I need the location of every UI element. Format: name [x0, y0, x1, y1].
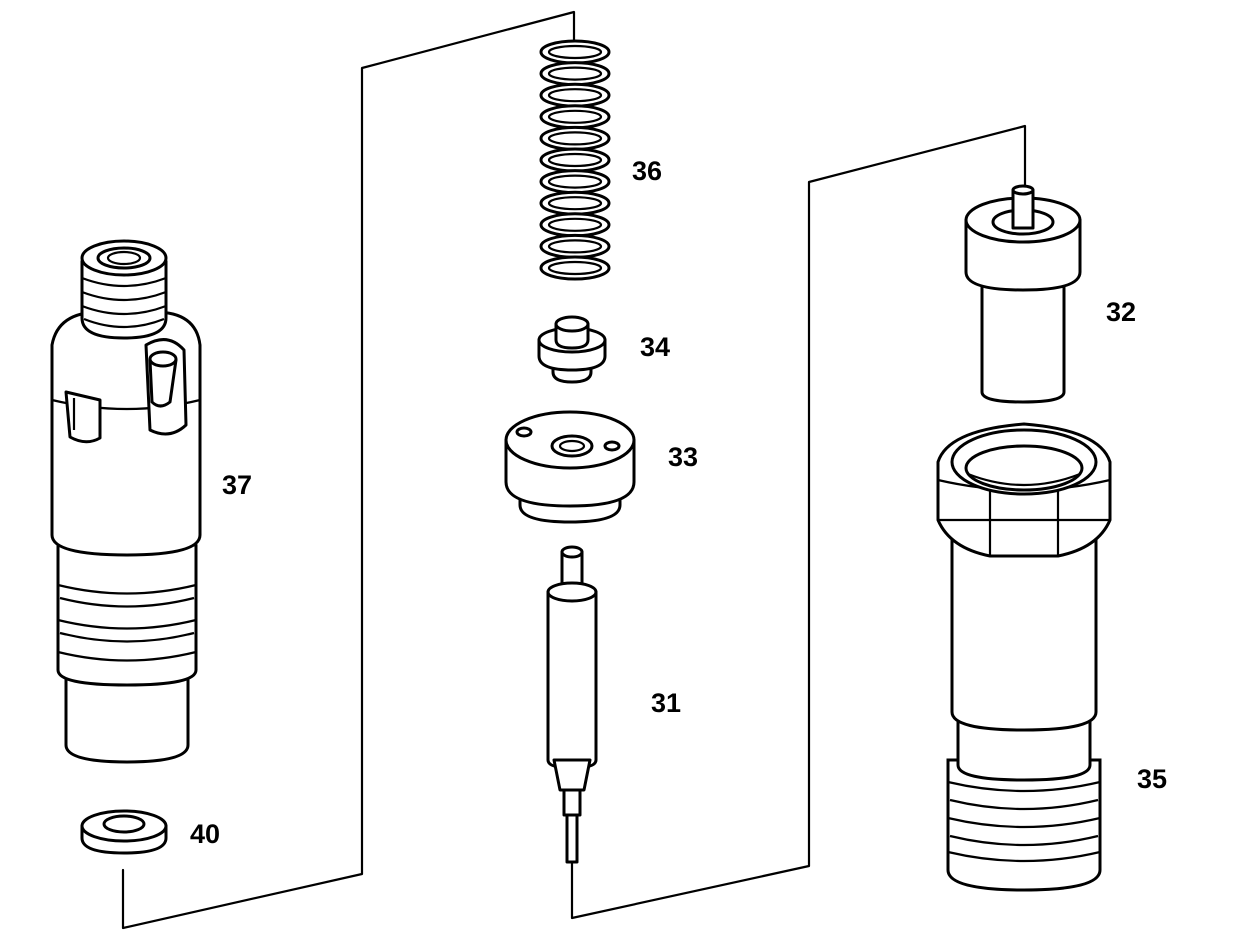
- part-37-nozzle-holder: [50, 239, 202, 764]
- spring-coil-inner: [547, 131, 603, 146]
- spring-coil: [539, 169, 611, 195]
- spring-coil: [539, 190, 611, 216]
- spring-coil-inner: [547, 196, 603, 211]
- part-40-washer: [80, 809, 168, 855]
- spring-coil-inner: [547, 44, 603, 60]
- label-part-37: 37: [222, 470, 252, 500]
- label-part-33: 33: [668, 442, 698, 472]
- spring-coil-inner: [547, 174, 603, 189]
- label-part-34: 34: [640, 332, 670, 362]
- part-32-nozzle: [964, 184, 1082, 404]
- part-31-nozzle-needle: [546, 545, 598, 864]
- spring-coil: [539, 104, 611, 130]
- label-part-35: 35: [1137, 764, 1167, 794]
- spring-coil: [539, 233, 611, 259]
- spring-coil-inner: [547, 109, 603, 124]
- spring-coil: [539, 61, 611, 87]
- label-part-31: 31: [651, 688, 681, 718]
- spring-coil-inner: [547, 88, 603, 103]
- spring-coil: [539, 255, 611, 281]
- assembly-line-left: [121, 10, 576, 930]
- part-35-retaining-nut: [936, 422, 1112, 892]
- part-33-intermediate-disc: [504, 410, 636, 524]
- spring-coil-inner: [547, 239, 603, 254]
- label-part-36: 36: [632, 156, 662, 186]
- spring-coil: [539, 82, 611, 108]
- spring-coil: [539, 125, 611, 151]
- part-36-spring: [539, 39, 611, 281]
- label-part-40: 40: [190, 819, 220, 849]
- spring-coil-inner: [547, 260, 603, 276]
- label-part-32: 32: [1106, 297, 1136, 327]
- spring-coil-inner: [547, 152, 603, 168]
- spring-coil-inner: [547, 66, 603, 81]
- spring-coil: [539, 147, 611, 173]
- spring-coil-inner: [547, 217, 603, 232]
- part-34-spring-seat: [537, 315, 607, 384]
- spring-coil: [539, 39, 611, 65]
- spring-coil: [539, 212, 611, 238]
- assembly-line-right: [570, 124, 1027, 920]
